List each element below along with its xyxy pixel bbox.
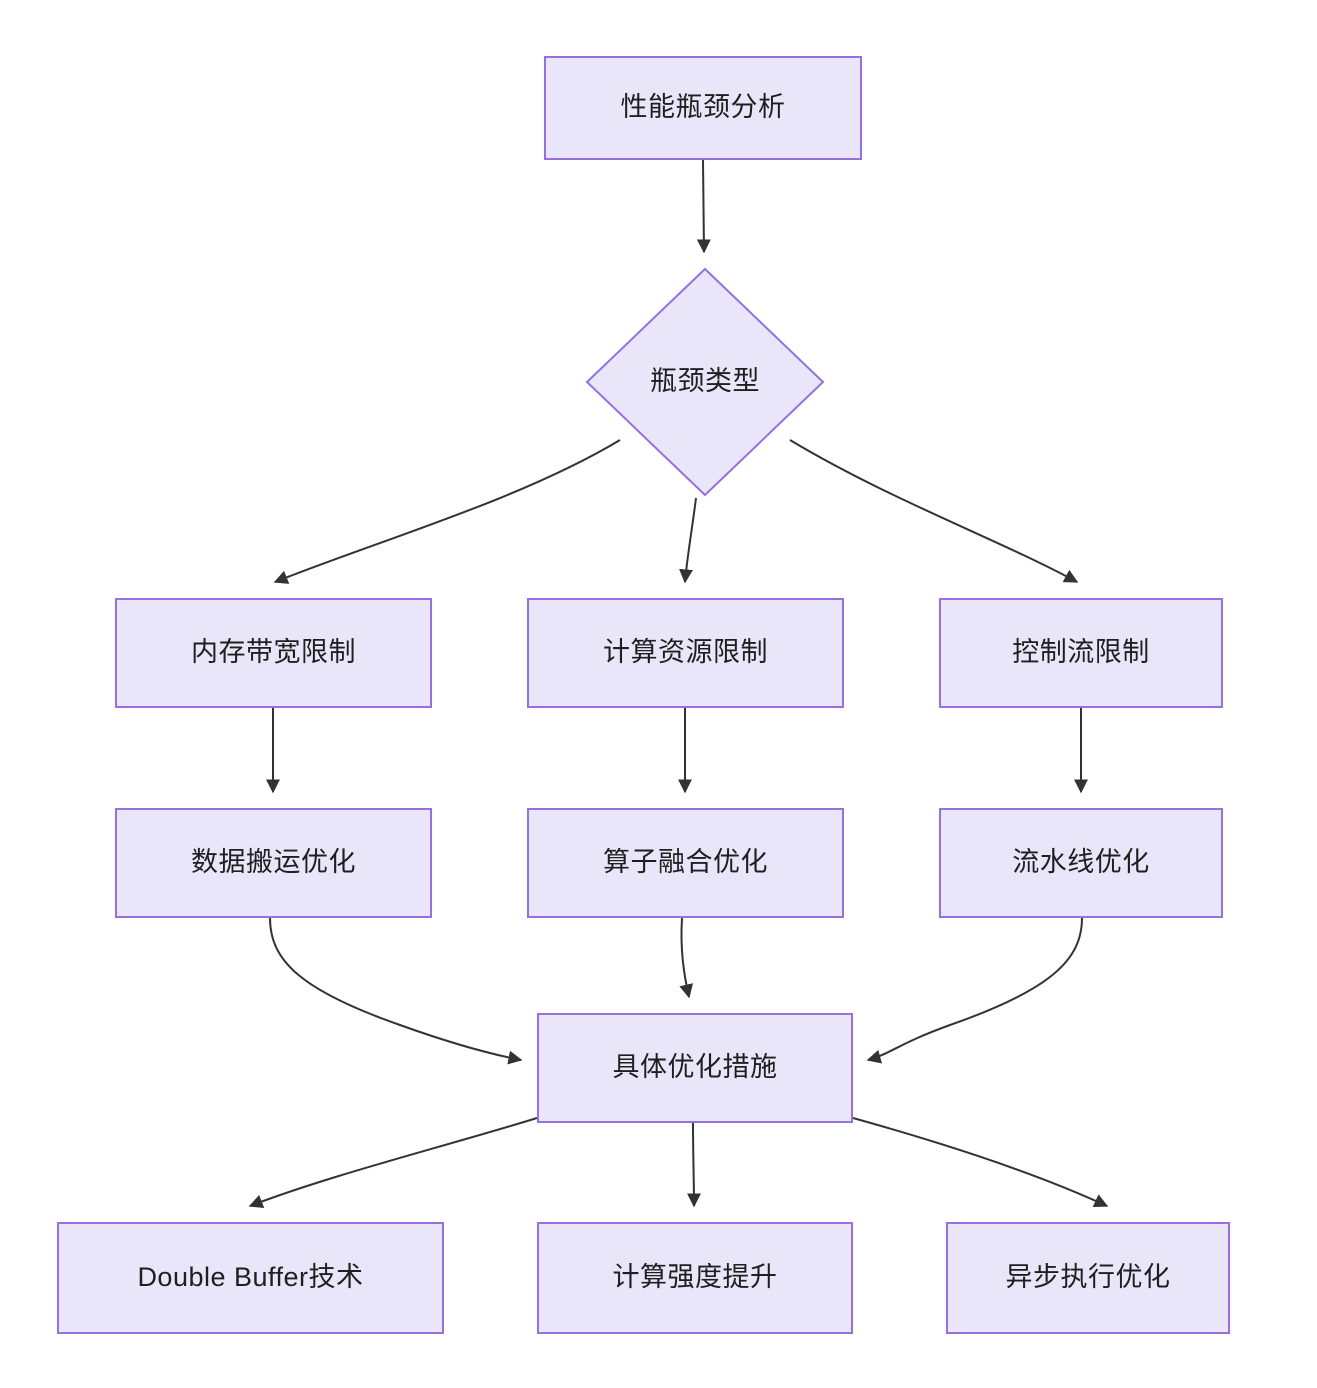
edge-n9-to-n12	[852, 1117, 1109, 1208]
node-label: 计算强度提升	[612, 1262, 778, 1293]
node-label: 数据搬运优化	[191, 847, 356, 878]
node-label: Double Buffer技术	[137, 1262, 364, 1293]
node-label: 具体优化措施	[612, 1052, 778, 1083]
node-label: 异步执行优化	[1005, 1262, 1171, 1293]
edge-n2-to-n3	[273, 439, 621, 584]
edge-n1-to-n2	[696, 159, 711, 254]
node-label: 瓶颈类型	[650, 366, 760, 397]
node-n2[interactable]: 瓶颈类型	[585, 267, 825, 497]
edge-n6-to-n9	[269, 917, 523, 1065]
node-n4[interactable]: 计算资源限制	[527, 598, 844, 708]
edge-n9-to-n10	[248, 1117, 538, 1208]
edge-n8-to-n9	[866, 917, 1083, 1064]
edge-n2-to-n5	[789, 439, 1079, 583]
node-label: 性能瓶颈分析	[620, 92, 786, 123]
node-n8[interactable]: 流水线优化	[939, 808, 1223, 918]
node-n11[interactable]: 计算强度提升	[537, 1222, 853, 1334]
node-n12[interactable]: 异步执行优化	[946, 1222, 1230, 1334]
node-n5[interactable]: 控制流限制	[939, 598, 1223, 708]
node-n7[interactable]: 算子融合优化	[527, 808, 844, 918]
node-n1[interactable]: 性能瓶颈分析	[544, 56, 862, 160]
edge-n7-to-n9	[679, 917, 694, 999]
node-label: 控制流限制	[1012, 637, 1150, 668]
node-label: 流水线优化	[1012, 847, 1150, 878]
edge-n9-to-n11	[686, 1122, 701, 1208]
node-label: 计算资源限制	[603, 637, 768, 668]
node-n3[interactable]: 内存带宽限制	[115, 598, 432, 708]
edge-n2-to-n4	[679, 497, 697, 584]
node-n10[interactable]: Double Buffer技术	[57, 1222, 444, 1334]
node-label: 内存带宽限制	[191, 637, 356, 668]
diamond-shape	[585, 267, 825, 497]
node-n9[interactable]: 具体优化措施	[537, 1013, 853, 1123]
node-label: 算子融合优化	[603, 847, 768, 878]
node-n6[interactable]: 数据搬运优化	[115, 808, 432, 918]
